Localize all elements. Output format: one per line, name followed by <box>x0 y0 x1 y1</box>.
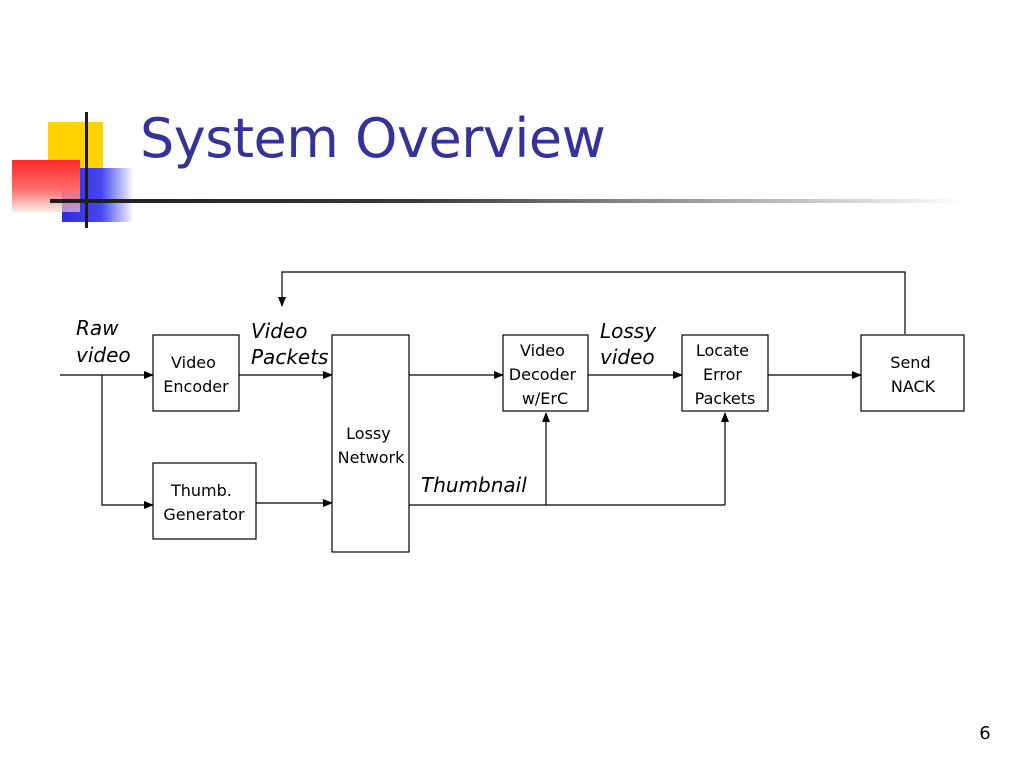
send-nack-label: Send NACK <box>890 353 935 396</box>
video-decoder-label: Video Decoder w/ErC <box>509 341 581 408</box>
locate-error-line-3: Packets <box>695 389 756 408</box>
send-nack-box <box>860 334 965 412</box>
title-rule <box>50 199 970 203</box>
lossy-video-line-2: video <box>600 345 655 369</box>
locate-error-label: Locate Error Packets <box>695 341 756 408</box>
raw-video-line-2: video <box>76 343 131 367</box>
lossy-network-line-1: Lossy <box>346 424 391 443</box>
video-decoder-line-1: Video <box>520 341 565 360</box>
lossy-video-line-1: Lossy <box>600 319 657 343</box>
video-packets-label: Video Packets <box>251 319 328 369</box>
arrow-raw-to-thumb <box>101 375 154 509</box>
raw-video-line-1: Raw <box>76 316 119 340</box>
video-encoder-line-2: Encoder <box>163 377 229 396</box>
video-decoder-line-2: Decoder <box>509 365 577 384</box>
raw-video-label: Raw video <box>76 316 131 367</box>
thumb-generator-label: Thumb. Generator <box>163 481 245 524</box>
thumb-generator-line-1: Thumb. <box>170 481 232 500</box>
video-encoder-line-1: Video <box>171 353 216 372</box>
video-packets-line-2: Packets <box>251 345 328 369</box>
send-nack-line-1: Send <box>890 353 930 372</box>
locate-error-line-2: Error <box>703 365 742 384</box>
lossy-network-line-2: Network <box>338 448 406 467</box>
video-decoder-box <box>502 334 589 412</box>
video-packets-line-1: Video <box>251 319 307 343</box>
locate-error-line-1: Locate <box>696 341 749 360</box>
video-encoder-box <box>152 334 240 412</box>
lossy-video-label: Lossy video <box>600 319 662 369</box>
arrow-nack-feedback <box>278 271 906 334</box>
lossy-network-label: Lossy Network <box>338 424 406 467</box>
slide-title: System Overview <box>140 107 606 170</box>
deco-vertical-line <box>85 112 88 228</box>
deco-red-square <box>12 160 80 212</box>
page-number: 6 <box>979 723 991 744</box>
lossy-network-box <box>331 334 410 553</box>
thumb-generator-box <box>152 462 257 540</box>
video-encoder-label: Video Encoder <box>163 353 229 396</box>
send-nack-line-2: NACK <box>891 377 936 396</box>
video-decoder-line-3: w/ErC <box>522 389 568 408</box>
thumbnail-label: Thumbnail <box>421 473 527 497</box>
thumb-generator-line-2: Generator <box>163 505 245 524</box>
locate-error-box <box>681 334 769 412</box>
